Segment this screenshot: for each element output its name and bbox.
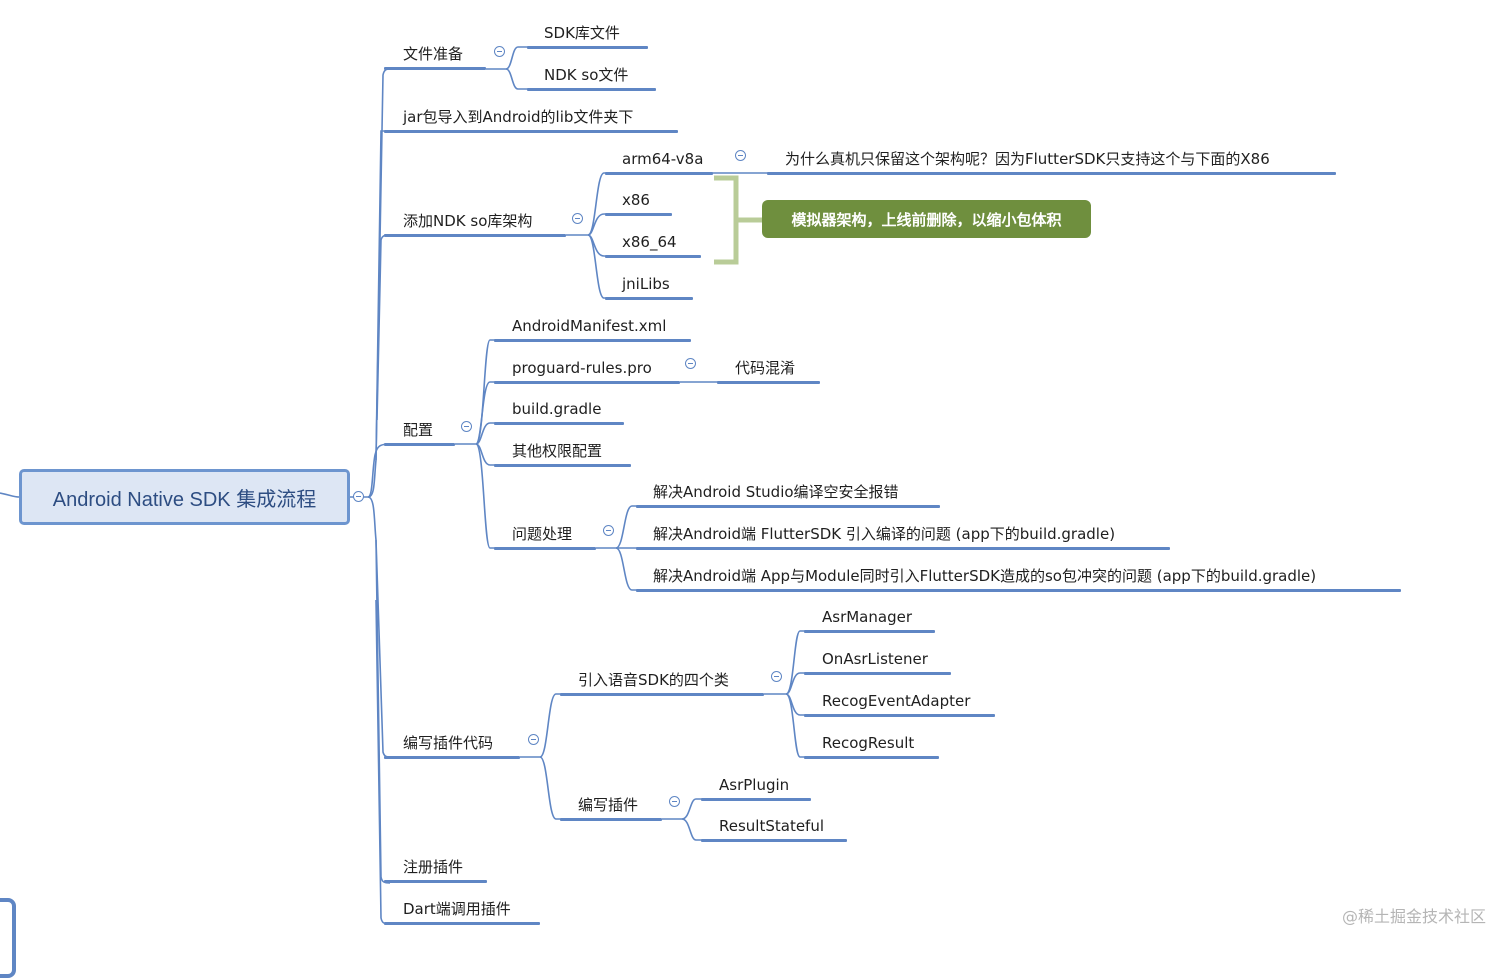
underline — [560, 693, 764, 696]
collapse-config-icon[interactable] — [461, 421, 472, 432]
underline — [384, 130, 678, 133]
node-recog-event-adapter[interactable]: RecogEventAdapter — [822, 692, 971, 710]
node-issues[interactable]: 问题处理 — [512, 525, 573, 543]
collapse-root-icon[interactable] — [353, 491, 364, 502]
node-arm64[interactable]: arm64-v8a — [622, 150, 704, 168]
watermark: @稀土掘金技术社区 — [1341, 907, 1486, 926]
underline — [384, 756, 520, 759]
collapse-ndk-arch-icon[interactable] — [572, 213, 583, 224]
node-issue-1[interactable]: 解决Android Studio编译空安全报错 — [653, 483, 899, 501]
collapse-arm64-icon[interactable] — [735, 150, 746, 161]
underline — [717, 381, 820, 384]
node-jnilibs[interactable]: jniLibs — [622, 275, 670, 293]
underline — [701, 798, 811, 801]
summary-bracket — [714, 175, 762, 265]
node-file-prep[interactable]: 文件准备 — [403, 45, 464, 63]
underline — [384, 922, 540, 925]
collapse-voice-sdk-icon[interactable] — [771, 671, 782, 682]
underline — [767, 172, 1336, 175]
node-result-stateful[interactable]: ResultStateful — [719, 817, 825, 835]
summary-text: 模拟器架构，上线前删除，以缩小包体积 — [791, 210, 1062, 229]
underline — [494, 422, 624, 425]
node-sdk-lib[interactable]: SDK库文件 — [544, 24, 620, 42]
underline — [701, 839, 847, 842]
underline — [605, 297, 693, 300]
collapse-write-plugin-icon[interactable] — [669, 796, 680, 807]
underline — [605, 172, 713, 175]
node-asr-manager[interactable]: AsrManager — [822, 608, 912, 626]
node-issue-2[interactable]: 解决Android端 FlutterSDK 引入编译的问题 (app下的buil… — [653, 525, 1116, 543]
node-config[interactable]: 配置 — [403, 421, 434, 439]
node-ndk-so[interactable]: NDK so文件 — [544, 66, 629, 84]
underline — [636, 547, 1170, 550]
node-recog-result[interactable]: RecogResult — [822, 734, 915, 752]
collapse-issues-icon[interactable] — [603, 525, 614, 536]
underline — [494, 339, 691, 342]
underline — [384, 443, 455, 446]
node-on-asr-listener[interactable]: OnAsrListener — [822, 650, 928, 668]
underline — [527, 46, 648, 49]
collapse-file-prep-icon[interactable] — [494, 46, 505, 57]
underline — [636, 589, 1401, 592]
underline — [527, 88, 656, 91]
underline — [605, 255, 701, 258]
offscreen-node-edge — [0, 898, 16, 978]
underline — [494, 547, 596, 550]
collapse-proguard-icon[interactable] — [685, 358, 696, 369]
root-label: Android Native SDK 集成流程 — [52, 488, 317, 511]
node-dart-call[interactable]: Dart端调用插件 — [403, 900, 511, 918]
underline — [804, 630, 935, 633]
node-obfuscation[interactable]: 代码混淆 — [735, 359, 796, 377]
underline — [494, 381, 680, 384]
underline — [384, 880, 487, 883]
node-manifest[interactable]: AndroidManifest.xml — [512, 317, 667, 335]
node-voice-sdk[interactable]: 引入语音SDK的四个类 — [578, 671, 729, 689]
underline — [804, 756, 939, 759]
node-register[interactable]: 注册插件 — [403, 858, 464, 876]
node-issue-3[interactable]: 解决Android端 App与Module同时引入FlutterSDK造成的so… — [653, 567, 1317, 585]
node-build-gradle[interactable]: build.gradle — [512, 400, 602, 418]
node-ndk-arch[interactable]: 添加NDK so库架构 — [403, 212, 533, 230]
node-permissions[interactable]: 其他权限配置 — [512, 442, 603, 460]
underline — [384, 67, 486, 70]
node-x86[interactable]: x86 — [622, 191, 650, 209]
node-plugin-code[interactable]: 编写插件代码 — [403, 734, 494, 752]
connector-lines — [0, 46, 806, 925]
node-arm64-note[interactable]: 为什么真机只保留这个架构呢？因为FlutterSDK只支持这个与下面的X86 — [785, 150, 1270, 168]
collapse-plugin-code-icon[interactable] — [528, 734, 539, 745]
underline — [560, 818, 662, 821]
node-write-plugin[interactable]: 编写插件 — [578, 796, 639, 814]
node-jar-import[interactable]: jar包导入到Android的lib文件夹下 — [403, 108, 634, 126]
node-x86-64[interactable]: x86_64 — [622, 233, 677, 251]
underline — [384, 234, 566, 237]
node-proguard[interactable]: proguard-rules.pro — [512, 359, 652, 377]
underline — [804, 714, 995, 717]
summary-label[interactable]: 模拟器架构，上线前删除，以缩小包体积 — [762, 200, 1091, 238]
underline — [804, 672, 951, 675]
underline — [494, 464, 631, 467]
underline — [605, 213, 672, 216]
underline — [636, 505, 940, 508]
node-asr-plugin[interactable]: AsrPlugin — [719, 776, 790, 794]
root-node[interactable]: Android Native SDK 集成流程 — [19, 469, 350, 525]
